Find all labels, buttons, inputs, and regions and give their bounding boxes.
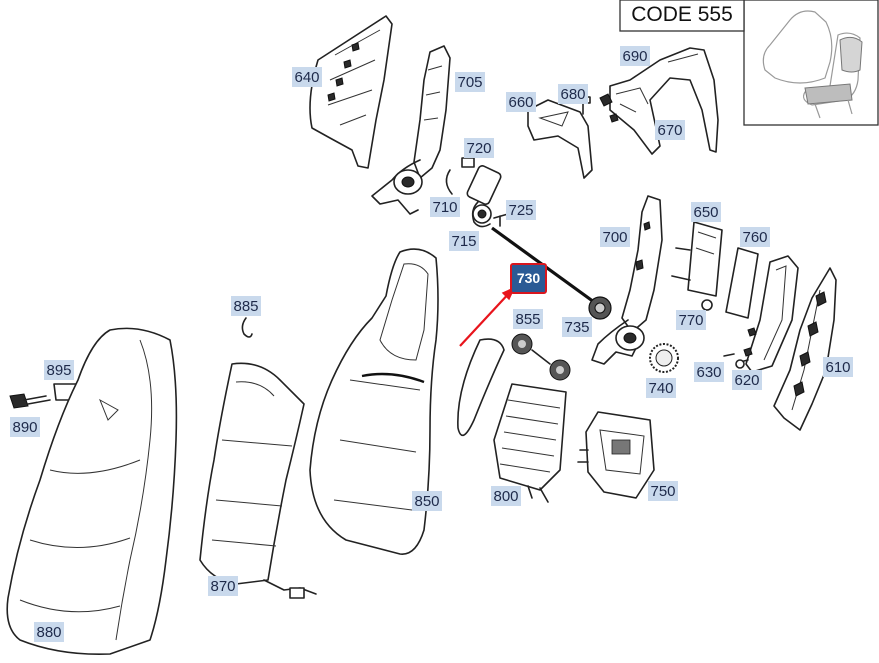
part-label-850[interactable]: 850 — [412, 491, 442, 511]
svg-text:660: 660 — [508, 94, 533, 111]
part-label-725[interactable]: 725 — [506, 200, 536, 220]
part-870-shape — [199, 362, 317, 599]
part-label-735[interactable]: 735 — [562, 317, 592, 337]
svg-text:620: 620 — [734, 372, 759, 389]
svg-text:760: 760 — [742, 229, 767, 246]
part-735-shape — [588, 296, 612, 320]
svg-text:895: 895 — [46, 362, 71, 379]
svg-text:725: 725 — [508, 202, 533, 219]
part-label-885[interactable]: 885 — [231, 296, 261, 316]
svg-text:640: 640 — [294, 69, 319, 86]
part-label-740[interactable]: 740 — [646, 378, 676, 398]
part-705-shape — [371, 45, 451, 215]
svg-text:700: 700 — [602, 229, 627, 246]
part-label-680[interactable]: 680 — [558, 84, 588, 104]
svg-text:650: 650 — [693, 204, 718, 221]
svg-text:855: 855 — [515, 311, 540, 328]
part-890-shape — [9, 393, 51, 409]
svg-text:730: 730 — [517, 270, 541, 286]
part-660-shape — [527, 99, 593, 179]
part-760-shape — [725, 247, 759, 319]
part-label-690[interactable]: 690 — [620, 46, 650, 66]
part-740-shape — [649, 343, 679, 373]
svg-text:610: 610 — [825, 359, 850, 376]
part-label-650[interactable]: 650 — [691, 202, 721, 222]
part-label-855[interactable]: 855 — [513, 309, 543, 329]
svg-text:740: 740 — [648, 380, 673, 397]
part-label-700[interactable]: 700 — [600, 227, 630, 247]
part-770-shape — [701, 299, 713, 311]
svg-text:715: 715 — [451, 233, 476, 250]
svg-text:885: 885 — [233, 298, 258, 315]
part-640-shape — [309, 15, 393, 169]
svg-text:800: 800 — [493, 488, 518, 505]
part-885-shape — [241, 317, 253, 338]
svg-text:850: 850 — [414, 493, 439, 510]
part-label-715[interactable]: 715 — [449, 231, 479, 251]
part-label-880[interactable]: 880 — [34, 622, 64, 642]
svg-text:705: 705 — [457, 74, 482, 91]
part-label-705[interactable]: 705 — [455, 72, 485, 92]
svg-text:710: 710 — [432, 199, 457, 216]
svg-text:880: 880 — [36, 624, 61, 641]
part-620-shape — [723, 255, 799, 373]
svg-text:670: 670 — [657, 122, 682, 139]
part-label-720[interactable]: 720 — [464, 138, 494, 158]
code-title: CODE 555 — [631, 3, 733, 26]
svg-text:870: 870 — [210, 578, 235, 595]
part-label-760[interactable]: 760 — [740, 227, 770, 247]
part-label-870[interactable]: 870 — [208, 576, 238, 596]
part-725-shape — [493, 213, 509, 227]
part-855-shape — [511, 333, 571, 381]
part-labels: 640 705 660 680 690 670 720 710 725 715 … — [10, 46, 853, 642]
part-label-670[interactable]: 670 — [655, 120, 685, 140]
part-label-660[interactable]: 660 — [506, 92, 536, 112]
part-880-shape — [6, 327, 178, 656]
part-850-shape — [309, 248, 439, 555]
part-label-610[interactable]: 610 — [823, 357, 853, 377]
part-label-630[interactable]: 630 — [694, 362, 724, 382]
part-800-shape — [457, 338, 567, 503]
part-750-shape — [577, 411, 655, 499]
part-label-770[interactable]: 770 — [676, 310, 706, 330]
svg-text:690: 690 — [622, 48, 647, 65]
part-label-620[interactable]: 620 — [732, 370, 762, 390]
code-inset: CODE 555 — [619, 0, 879, 126]
part-690-shape — [599, 47, 719, 155]
part-650-shape — [671, 221, 723, 297]
part-700-shape — [591, 195, 663, 365]
part-label-890[interactable]: 890 — [10, 417, 40, 437]
part-label-750[interactable]: 750 — [648, 481, 678, 501]
part-label-640[interactable]: 640 — [292, 67, 322, 87]
part-label-800[interactable]: 800 — [491, 486, 521, 506]
svg-text:750: 750 — [650, 483, 675, 500]
svg-text:770: 770 — [678, 312, 703, 329]
svg-text:630: 630 — [696, 364, 721, 381]
part-610-shape — [773, 267, 837, 431]
svg-text:735: 735 — [564, 319, 589, 336]
part-label-895[interactable]: 895 — [44, 360, 74, 380]
part-label-710[interactable]: 710 — [430, 197, 460, 217]
svg-text:720: 720 — [466, 140, 491, 157]
seat-thumbnail-icon — [762, 10, 863, 119]
svg-text:680: 680 — [560, 86, 585, 103]
highlight-arrow — [459, 286, 516, 347]
svg-text:890: 890 — [12, 419, 37, 436]
highlight-label-730[interactable]: 730 — [510, 263, 547, 294]
part-720-shape — [445, 157, 502, 228]
